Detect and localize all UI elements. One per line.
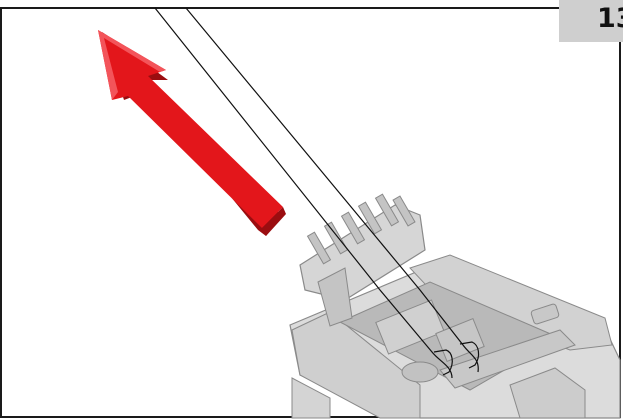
cable-left	[154, 7, 453, 379]
front-box	[509, 367, 586, 419]
pull-arrow-icon	[98, 30, 286, 236]
side-shaft	[530, 303, 560, 325]
step-number: 13	[597, 3, 623, 34]
housing-support	[317, 267, 353, 327]
cable-hook-left	[433, 349, 453, 376]
cable-right	[185, 7, 479, 373]
roller-teeth	[306, 193, 416, 265]
inner-block	[375, 299, 445, 355]
front-cylinder	[401, 361, 439, 383]
step-number-tab: 13	[559, 0, 623, 42]
machine-assembly	[289, 193, 621, 419]
machine-crossbar	[439, 329, 576, 389]
lower-left-plate	[291, 377, 331, 419]
cable-pair	[154, 7, 480, 379]
cable-hook-right	[459, 341, 480, 369]
